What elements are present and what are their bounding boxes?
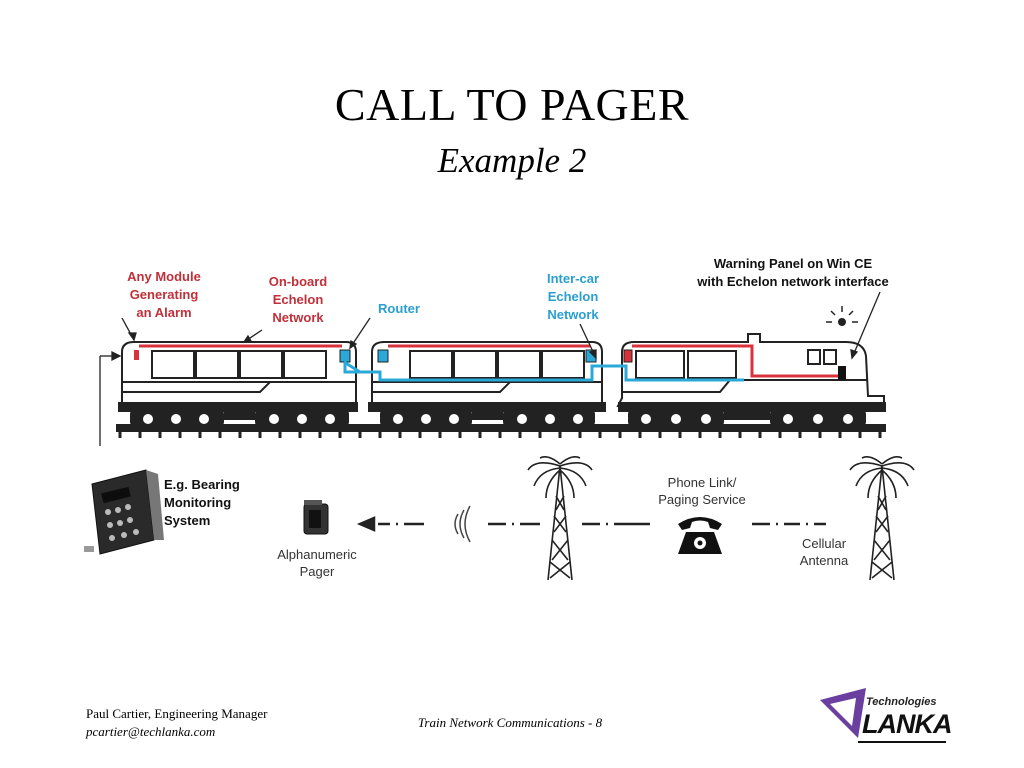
slide-subtitle: Example 2	[437, 141, 587, 180]
label-pager: Alphanumeric Pager	[262, 546, 372, 580]
train-car-1	[118, 341, 358, 426]
label-warning-line1: Warning Panel on Win CE	[713, 256, 873, 271]
label-antenna: Cellular Antenna	[784, 535, 864, 569]
label-antenna-line1: Cellular	[801, 536, 847, 551]
label-pager-line1: Alphanumeric	[277, 547, 357, 562]
label-phone-line1: Phone Link/	[667, 475, 737, 490]
footer-email: pcartier@techlanka.com	[86, 724, 216, 739]
footer-author: Paul Cartier, Engineering Manager	[86, 706, 268, 721]
logo-lanka-text: LANKA	[862, 709, 952, 739]
label-antenna-line2: Antenna	[799, 553, 849, 568]
label-intercar-network: Inter-car Echelon Network	[526, 270, 620, 324]
label-phone-link: Phone Link/ Paging Service	[640, 474, 764, 508]
signal-waves-icon	[454, 505, 471, 543]
label-router: Router	[378, 301, 420, 316]
logo-technologies-text: Technologies	[866, 696, 937, 708]
label-intercar-line3: Network	[547, 307, 599, 322]
arrow-left-icon	[356, 516, 424, 532]
train-car-2	[368, 341, 606, 426]
label-phone-line2: Paging Service	[658, 492, 746, 507]
label-intercar-line2: Echelon	[547, 289, 599, 304]
pager-icon	[303, 500, 329, 535]
label-any-module-line2: Generating	[129, 287, 199, 302]
label-intercar-line1: Inter-car	[546, 271, 600, 286]
label-bearing-system: E.g. Bearing Monitoring System	[164, 476, 284, 530]
label-bearing-line1: E.g. Bearing	[164, 477, 240, 492]
monitoring-box-icon	[84, 469, 164, 555]
label-any-module-line1: Any Module	[127, 269, 201, 284]
tower-icon	[849, 456, 915, 581]
label-bearing-line3: System	[164, 513, 211, 528]
lanka-logo-mark	[820, 688, 946, 743]
label-bearing-line2: Monitoring	[164, 495, 232, 510]
label-any-module: Any Module Generating an Alarm	[104, 268, 224, 322]
locomotive	[616, 306, 886, 426]
label-warning-panel: Warning Panel on Win CE with Echelon net…	[654, 255, 932, 291]
rail-track	[116, 424, 886, 438]
label-onboard-network: On-board Echelon Network	[248, 273, 348, 327]
slide-title: CALL TO PAGER	[334, 79, 690, 130]
telephone-icon	[678, 517, 722, 554]
label-onboard-line3: Network	[272, 310, 324, 325]
footer-slide-title: Train Network Communications - 8	[417, 715, 603, 730]
label-onboard-line2: Echelon	[272, 292, 324, 307]
label-pager-line2: Pager	[299, 564, 335, 579]
label-onboard-line1: On-board	[268, 274, 328, 289]
label-pointers	[99, 291, 881, 446]
tower-icon	[527, 456, 593, 581]
intercar-network-line	[343, 360, 744, 382]
label-any-module-line3: an Alarm	[136, 305, 192, 320]
label-warning-line2: with Echelon network interface	[697, 274, 889, 289]
